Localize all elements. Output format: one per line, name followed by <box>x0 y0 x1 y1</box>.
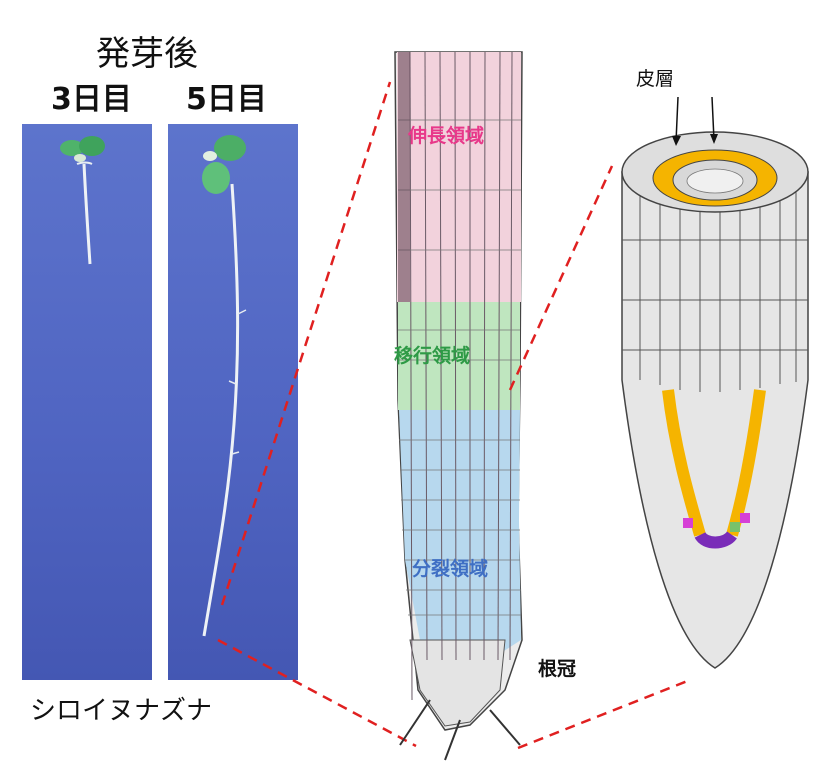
initial-cell-right <box>740 513 750 523</box>
lateral-hairs-day5 <box>228 309 247 455</box>
cortex-arrows <box>675 96 715 143</box>
qc-cell <box>730 522 740 532</box>
transition-zone-label: 移行領域 <box>394 344 470 367</box>
zoom-lines-left <box>217 81 417 748</box>
root-day5 <box>202 183 240 637</box>
root-cap-label: 根冠 <box>538 658 577 680</box>
root-section: 伸長領域 移行領域 分裂領域 <box>394 51 523 761</box>
hypocotyl-day3 <box>76 161 93 165</box>
seedling-day3-drawing <box>60 136 105 265</box>
seedling-photo-day5 <box>168 124 298 680</box>
seed-coat-day5 <box>203 151 217 161</box>
zoom-lines-right <box>508 165 691 750</box>
cortex-label: 皮層 <box>636 68 675 90</box>
seed-coat-day3 <box>74 154 86 162</box>
root-3d-cutaway <box>621 96 809 669</box>
elongation-zone-fill <box>397 52 521 302</box>
cutaway-body <box>621 171 809 669</box>
division-zone-label: 分裂領域 <box>412 557 488 580</box>
species-label: シロイヌナズナ <box>30 696 213 726</box>
root-cap-fill <box>409 639 506 727</box>
seedling-day5-drawing <box>202 135 247 637</box>
seedling-photo-day3 <box>22 124 152 680</box>
cross-walls <box>398 119 521 616</box>
initial-cell-left <box>683 518 693 528</box>
heading-after-germination: 発芽後 <box>96 34 198 74</box>
cotyledon-left-day3 <box>60 140 84 156</box>
day5-label: 5日目 <box>186 82 267 117</box>
cell-lines <box>409 51 513 701</box>
division-zone-fill <box>399 410 521 660</box>
cotyledon-right-day3 <box>79 136 105 156</box>
root-day3 <box>82 163 92 265</box>
stele-core <box>686 168 744 194</box>
cortex-arrowheads <box>672 134 718 146</box>
day3-label: 3日目 <box>51 82 132 117</box>
outer-cell-columns <box>622 180 808 392</box>
transition-zone-fill <box>398 302 520 410</box>
dark-epidermis-band <box>398 52 410 302</box>
stem-cell-niche <box>694 530 737 549</box>
sloughed-cap-cells <box>399 699 521 761</box>
cotyledon-right-day5 <box>214 135 246 161</box>
elongation-zone-label: 伸長領域 <box>407 124 484 147</box>
cotyledon-left-day5 <box>202 162 230 194</box>
